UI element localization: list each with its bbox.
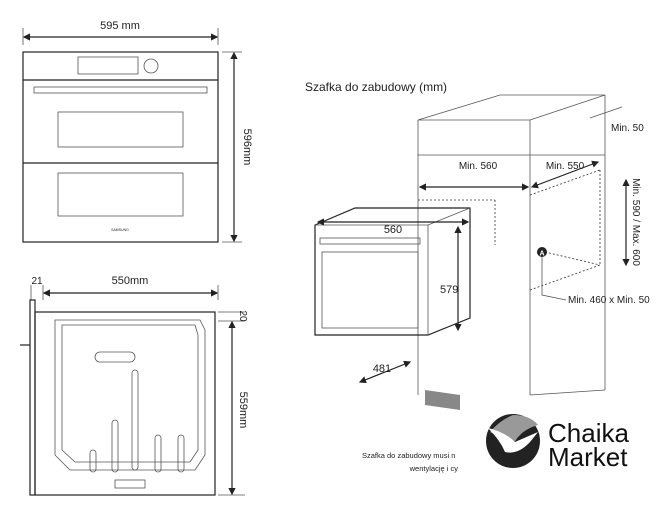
installation-view: Szafka do zabudowy (mm) Min. 560 Min. 55… [305, 80, 650, 473]
vent-marker-label: A [539, 251, 544, 258]
oven-cavity-outline [54, 319, 206, 471]
vent-marker-icon [537, 247, 547, 257]
rear-gap-label: Min. 50 [611, 123, 644, 134]
logo-line-2: Market [548, 442, 628, 472]
cabinet-height-label: Min. 590 / Max. 600 [630, 178, 641, 266]
installation-title: Szafka do zabudowy (mm) [305, 80, 447, 94]
front-view: 595 mm SAMSUNG 596mm [22, 20, 253, 243]
width-label: 595 mm [100, 20, 140, 32]
cabinet-depth-label: Min. 550 [546, 161, 585, 172]
logo-line-1: Chaika [548, 418, 629, 448]
upper-window [57, 111, 184, 148]
vent-opening-label: Min. 460 x Min. 50 [568, 295, 650, 306]
oven-depth-label: 481 [373, 363, 391, 375]
control-knob-icon [143, 58, 159, 74]
display-panel [77, 56, 139, 75]
top-gap-label: 20 [237, 310, 248, 322]
height-label: 596mm [241, 129, 253, 166]
seagull-icon [488, 428, 538, 453]
side-height-label: 559mm [237, 392, 249, 429]
depth-label: 550mm [112, 275, 149, 287]
note-line-2: wentylację i cy [409, 464, 459, 473]
door-handle [33, 86, 208, 94]
oven-front [22, 51, 219, 243]
chaika-market-logo: Chaika Market [486, 414, 629, 472]
brand-label: SAMSUNG [111, 228, 129, 232]
oven-width-label: 560 [384, 224, 402, 236]
oven-3d [314, 207, 471, 336]
oven-height-label: 579 [440, 284, 458, 296]
side-view: 21 550mm 20 559mm [20, 275, 249, 496]
front-depth-label: 21 [31, 276, 43, 287]
note-line-1: Szafka do zabudowy musi n [362, 451, 455, 460]
cabinet-width-label: Min. 560 [459, 161, 498, 172]
lower-window [57, 172, 184, 217]
